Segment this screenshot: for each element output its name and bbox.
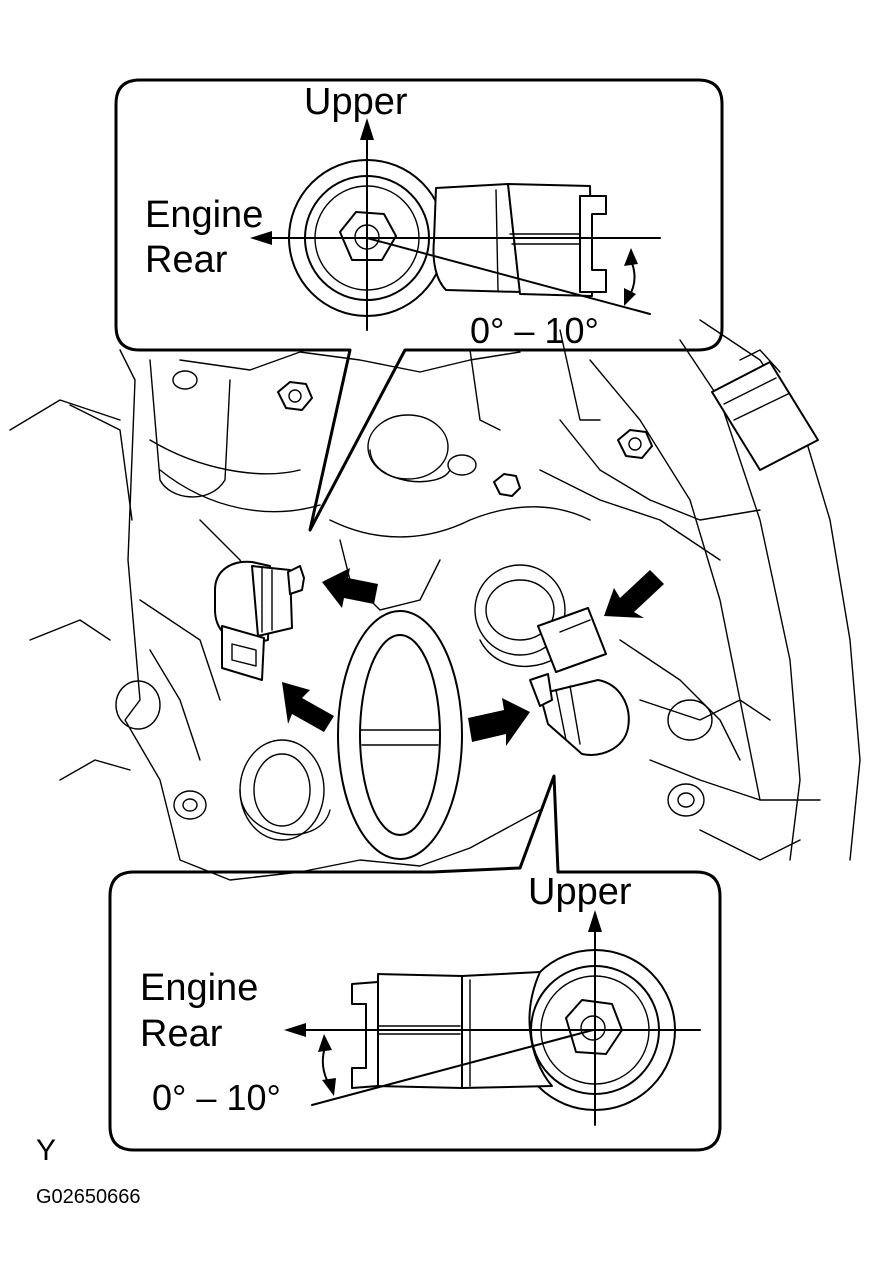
bottom-upper-label: Upper: [528, 871, 632, 913]
top-angle-label: 0° – 10°: [470, 310, 599, 351]
arrow-icon: [282, 568, 664, 746]
bottom-callout: Upper Engine Rear 0° – 10°: [108, 774, 722, 1152]
bottom-rear-label: Rear: [140, 1013, 223, 1055]
top-upper-label: Upper: [304, 81, 408, 123]
bottom-angle-label: 0° – 10°: [152, 1077, 281, 1118]
right-knock-sensor: [529, 607, 630, 756]
bolt-icon: [277, 381, 653, 497]
figure-code: G02650666: [36, 1186, 141, 1208]
bottom-engine-label: Engine: [140, 967, 258, 1009]
top-callout: Upper Engine Rear 0° – 10°: [114, 78, 724, 532]
left-knock-sensor: [214, 560, 305, 681]
top-engine-label: Engine: [145, 194, 263, 236]
top-rear-label: Rear: [145, 239, 228, 281]
engine-block: [9, 319, 861, 881]
view-letter: Y: [36, 1134, 56, 1167]
harness-connector: [711, 349, 819, 471]
